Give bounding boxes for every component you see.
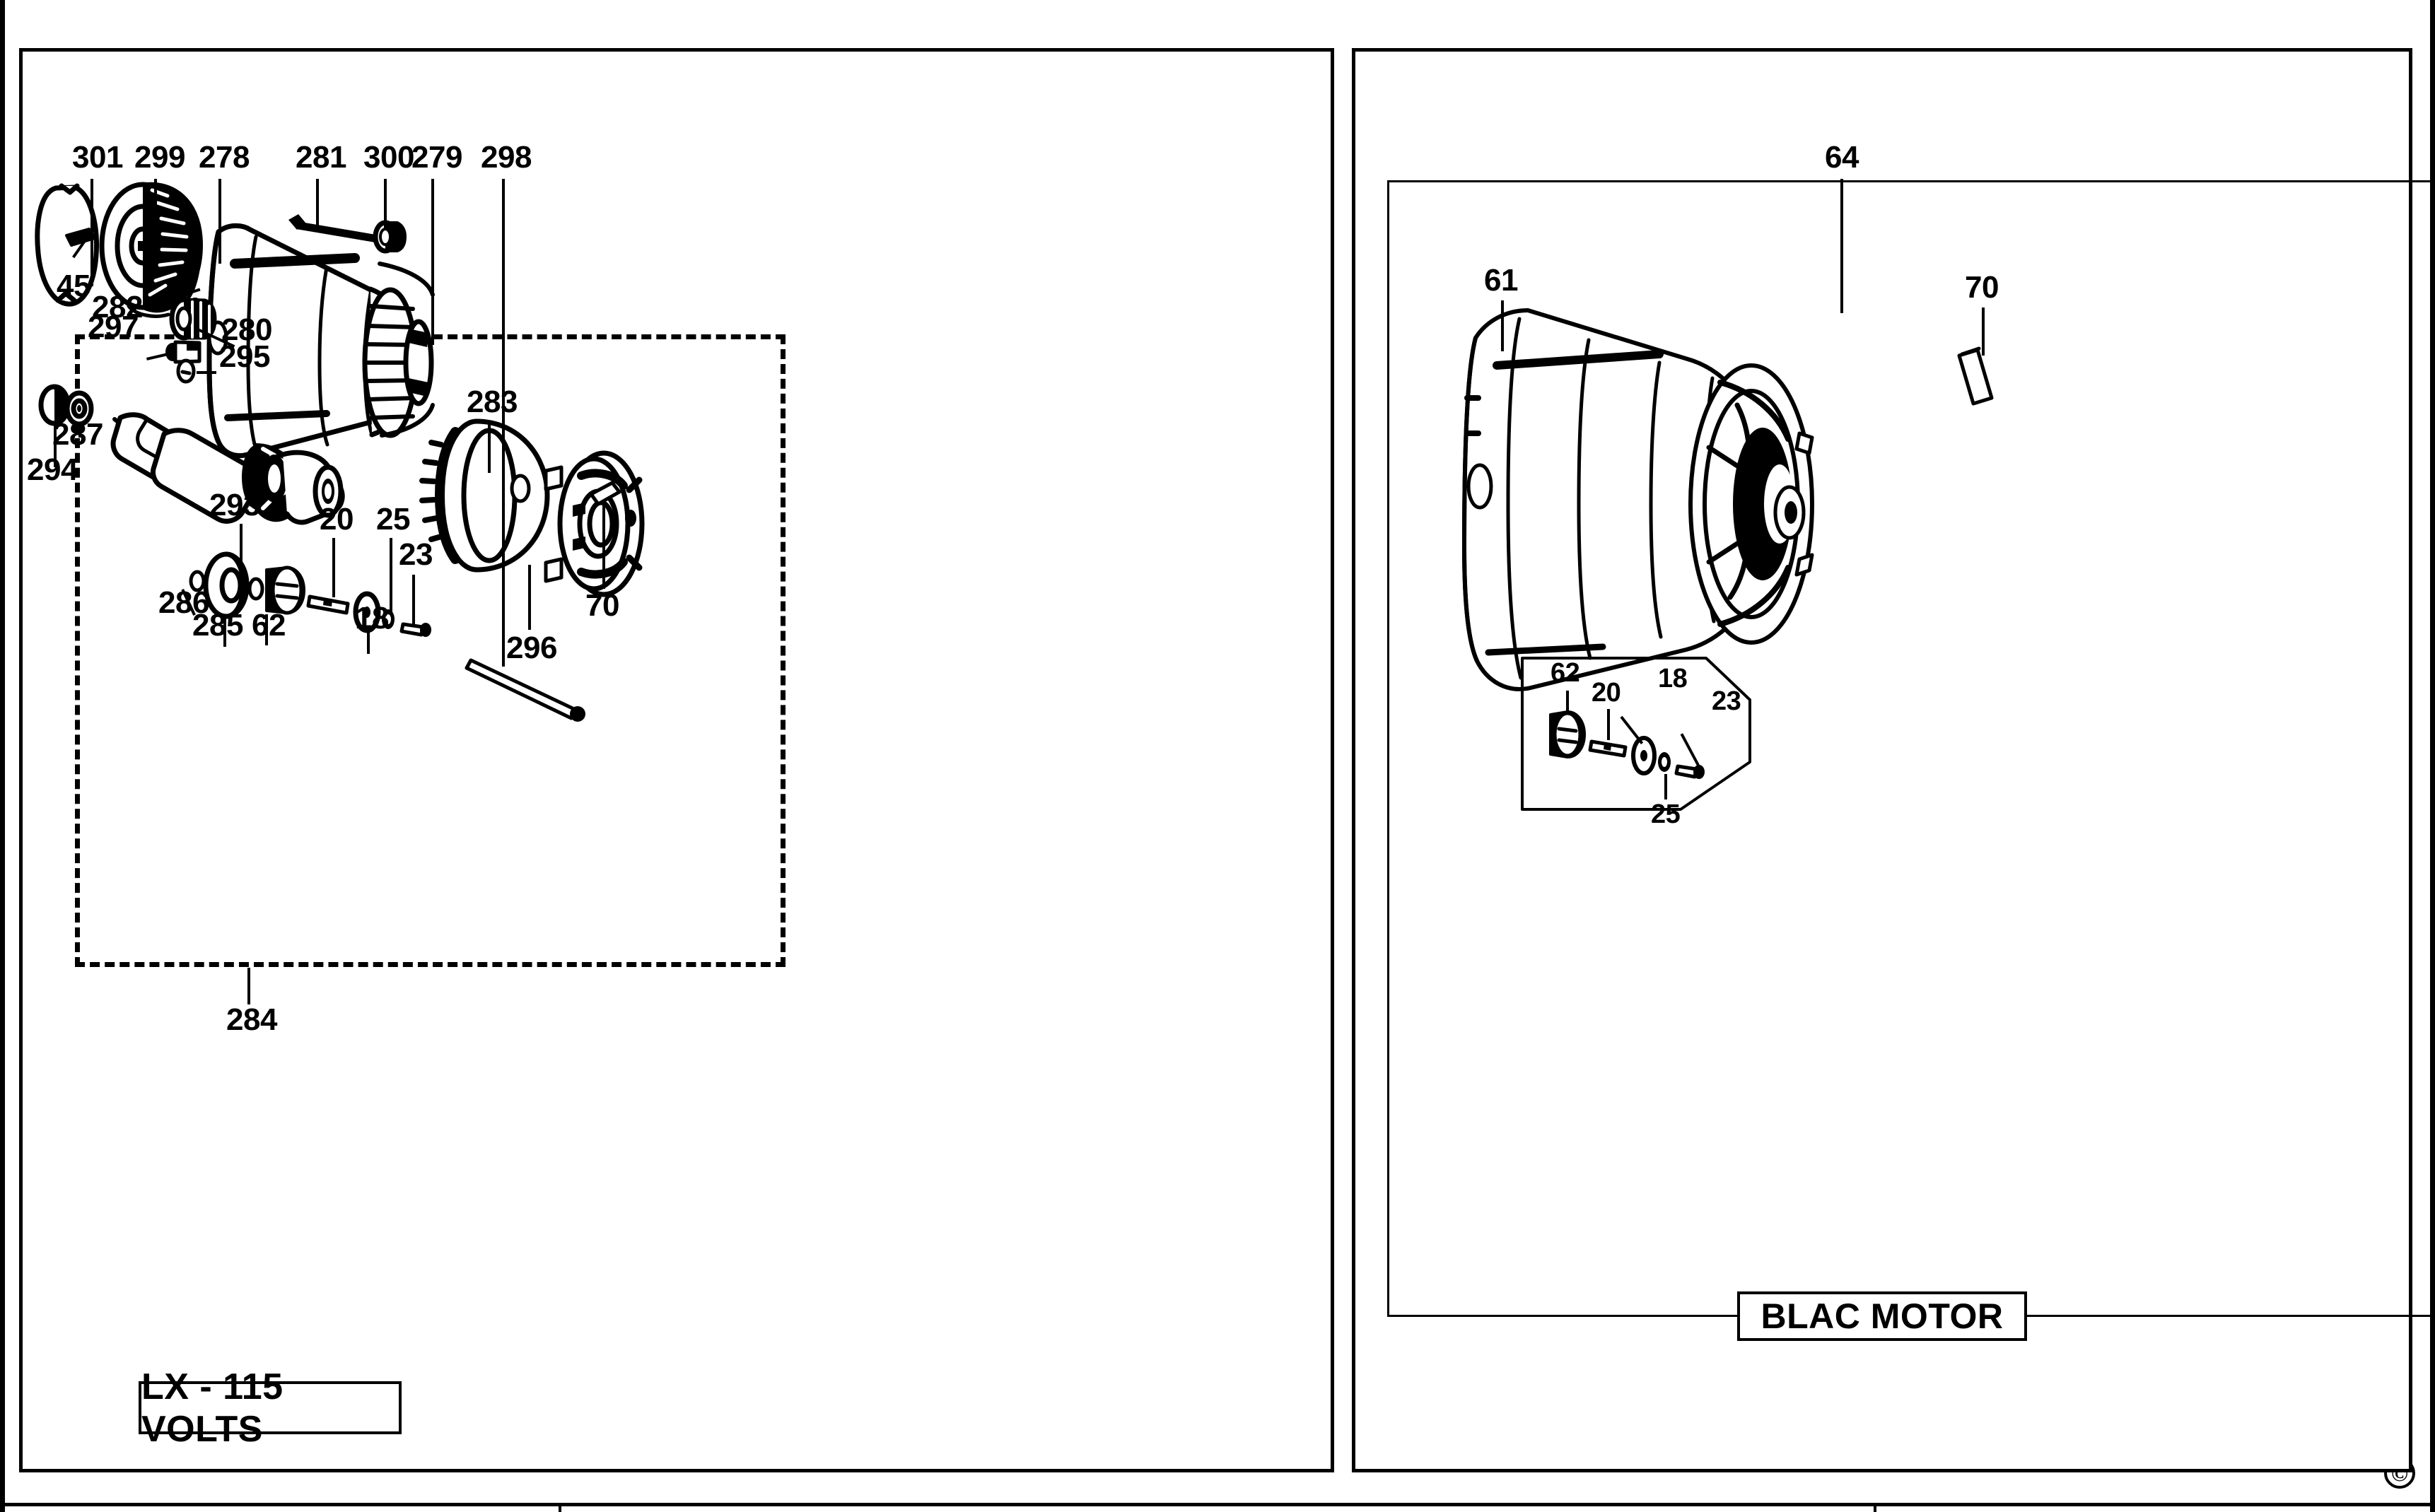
leader-line-70 (602, 504, 605, 589)
part-number-281: 281 (296, 140, 346, 175)
part-number-45: 45 (57, 269, 90, 303)
leader-line-295 (197, 371, 216, 374)
leader-line-294 (54, 425, 57, 467)
part-number-23: 23 (399, 537, 433, 572)
part-number-18: 18 (1658, 664, 1688, 693)
part-number-25: 25 (1651, 799, 1681, 829)
part-number-300: 300 (363, 140, 414, 175)
leader-line-18 (367, 631, 370, 654)
part-number-285: 285 (192, 608, 243, 643)
part-number-294: 294 (27, 452, 78, 487)
part-number-64: 64 (1825, 140, 1859, 175)
leader-line-23 (412, 575, 415, 624)
leader-line-293 (240, 524, 243, 582)
part-number-295: 295 (219, 339, 270, 374)
part-number-62: 62 (1551, 658, 1580, 688)
panel-lx-115-volts: 301 299 278 281 300 279 298 45 282 280 2… (19, 48, 1334, 1472)
part-number-278: 278 (199, 140, 250, 175)
part-number-70: 70 (1965, 270, 1999, 305)
panel-blac-motor: 64 61 70 62 20 18 23 25 (1352, 48, 2435, 1472)
part-number-282: 282 (92, 290, 143, 324)
part-number-299: 299 (134, 140, 185, 175)
motor-assembly-boundary-box (1387, 180, 2435, 1317)
part-number-286: 286 (158, 585, 209, 620)
part-number-284: 284 (226, 1002, 277, 1037)
leader-line-285 (223, 616, 226, 647)
leader-line-20 (332, 538, 335, 597)
part-number-287: 287 (52, 417, 103, 452)
leader-line-279 (431, 179, 434, 345)
leader-line-64 (1840, 179, 1843, 313)
leader-line-20 (1607, 709, 1610, 740)
part-number-296: 296 (506, 631, 557, 665)
part-number-280: 280 (221, 312, 272, 347)
part-number-301: 301 (72, 140, 123, 175)
leader-line-61 (1501, 300, 1504, 351)
leader-line-283 (488, 422, 491, 473)
part-number-61: 61 (1484, 263, 1518, 298)
part-number-18: 18 (355, 601, 389, 635)
leader-line-296 (528, 565, 531, 630)
leader-line-62 (1566, 691, 1569, 712)
caption-blac-motor: BLAC MOTOR (1737, 1291, 2027, 1341)
part-number-293: 293 (209, 488, 260, 522)
leader-line-45 (72, 235, 89, 259)
page-frame-left-rule (0, 0, 5, 1512)
leader-line-282 (148, 288, 201, 307)
part-number-297: 297 (88, 310, 139, 344)
page-frame-tick (1874, 1503, 1876, 1512)
leader-line-25 (1664, 774, 1667, 799)
leader-line-301 (90, 179, 93, 286)
part-number-20: 20 (1592, 678, 1621, 708)
part-number-23: 23 (1712, 686, 1741, 716)
part-number-25: 25 (376, 502, 410, 537)
leader-line-284 (247, 968, 250, 1004)
leader-line-62 (265, 614, 268, 645)
armature-subassembly-dashed-boundary (75, 334, 786, 967)
leader-line-300 (384, 179, 387, 230)
part-number-283: 283 (467, 385, 518, 419)
leader-line-278 (218, 179, 221, 264)
leader-line-298 (502, 179, 505, 667)
page-frame-tick (559, 1503, 561, 1512)
caption-lx-115-volts: LX - 115 VOLTS (139, 1366, 402, 1450)
leader-line-287 (78, 425, 81, 438)
part-number-70: 70 (585, 588, 619, 623)
part-number-279: 279 (411, 140, 462, 175)
leader-line-70 (1982, 307, 1985, 356)
part-number-20: 20 (320, 502, 354, 537)
part-number-62: 62 (252, 608, 286, 643)
page-frame-right-rule (2430, 0, 2435, 1512)
leader-line-25 (390, 538, 392, 614)
leader-line-299 (154, 179, 157, 271)
part-number-298: 298 (481, 140, 532, 175)
page-frame-bottom-rule (0, 1503, 2435, 1506)
leader-line-281 (316, 179, 319, 231)
